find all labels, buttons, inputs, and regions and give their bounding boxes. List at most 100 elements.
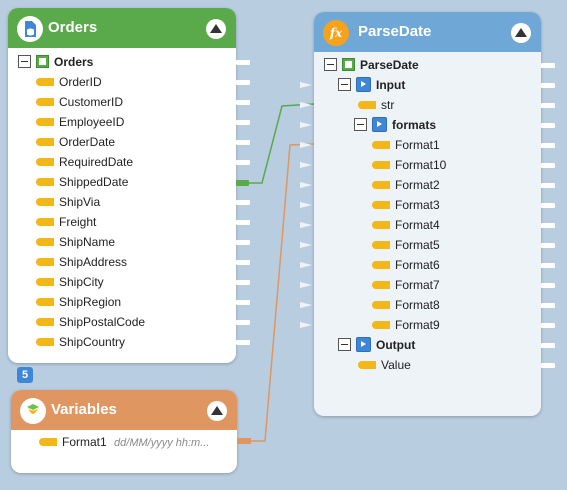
tree-item-requireddate[interactable]: RequiredDate	[36, 152, 133, 172]
variable-item-format1[interactable]: Format1 dd/MM/yyyy hh:m...	[39, 432, 209, 452]
tree-item-format4[interactable]: Format4	[372, 215, 440, 235]
output-port[interactable]	[541, 283, 555, 288]
tree-item-format6[interactable]: Format6	[372, 255, 440, 275]
tree-item-shipcity[interactable]: ShipCity	[36, 272, 104, 292]
input-port-arrow[interactable]	[300, 242, 312, 248]
output-port[interactable]	[236, 300, 250, 305]
tree-item-value[interactable]: Value	[358, 355, 411, 375]
output-port[interactable]	[236, 260, 250, 265]
tree-item-shippostalcode[interactable]: ShipPostalCode	[36, 312, 145, 332]
field-label: EmployeeID	[59, 115, 125, 129]
tree-item-shippeddate[interactable]: ShippedDate	[36, 172, 128, 192]
output-port[interactable]	[541, 263, 555, 268]
output-port[interactable]	[541, 243, 555, 248]
tree-item-output[interactable]: Output	[338, 335, 415, 355]
output-port[interactable]	[236, 120, 250, 125]
output-port[interactable]	[541, 83, 555, 88]
input-port-arrow[interactable]	[300, 82, 312, 88]
output-port[interactable]	[236, 340, 250, 345]
parsedate-node-header[interactable]: fx ParseDate	[314, 12, 541, 52]
input-port-arrow[interactable]	[300, 322, 312, 328]
parsedate-node[interactable]: fx ParseDate ParseDate Input str formats…	[314, 12, 541, 416]
output-port[interactable]	[541, 123, 555, 128]
field-icon	[372, 320, 390, 329]
output-port[interactable]	[541, 143, 555, 148]
tree-item-format1[interactable]: Format1	[372, 135, 440, 155]
input-port-arrow[interactable]	[300, 102, 312, 108]
output-port[interactable]	[236, 220, 250, 225]
output-port[interactable]	[236, 200, 250, 205]
tree-item-formats[interactable]: formats	[354, 115, 436, 135]
tree-item-format3[interactable]: Format3	[372, 195, 440, 215]
output-port[interactable]	[541, 303, 555, 308]
tree-item-shipregion[interactable]: ShipRegion	[36, 292, 121, 312]
output-port[interactable]	[236, 320, 250, 325]
collapse-toggle-icon[interactable]	[354, 118, 367, 132]
collapse-icon[interactable]	[511, 23, 531, 43]
output-port[interactable]	[236, 60, 250, 65]
orders-node-header[interactable]: Orders	[8, 8, 236, 48]
tree-item-format9[interactable]: Format9	[372, 315, 440, 335]
field-label: ShipVia	[59, 195, 101, 209]
output-port[interactable]	[236, 180, 249, 186]
output-port[interactable]	[541, 223, 555, 228]
output-port[interactable]	[541, 323, 555, 328]
variable-output-port[interactable]	[237, 438, 251, 444]
output-port[interactable]	[541, 183, 555, 188]
output-port[interactable]	[541, 63, 555, 68]
node-count-badge[interactable]: 5	[17, 367, 33, 383]
output-port[interactable]	[236, 100, 250, 105]
tree-item-shipcountry[interactable]: ShipCountry	[36, 332, 125, 352]
field-label: ShipRegion	[59, 295, 122, 309]
input-port-arrow[interactable]	[300, 222, 312, 228]
collapse-toggle-icon[interactable]	[338, 338, 351, 352]
output-port[interactable]	[541, 163, 555, 168]
tree-item-format8[interactable]: Format8	[372, 295, 440, 315]
tree-item-freight[interactable]: Freight	[36, 212, 96, 232]
output-port[interactable]	[236, 240, 250, 245]
output-port[interactable]	[541, 103, 555, 108]
tree-item-input[interactable]: Input	[338, 75, 405, 95]
tree-item-format2[interactable]: Format2	[372, 175, 440, 195]
variables-node[interactable]: Variables Format1 dd/MM/yyyy hh:m...	[11, 390, 237, 473]
tree-root-parsedate[interactable]: ParseDate	[324, 55, 419, 75]
output-port[interactable]	[541, 363, 555, 368]
collapse-toggle-icon[interactable]	[18, 55, 31, 69]
input-port-arrow[interactable]	[300, 162, 312, 168]
tree-item-shipname[interactable]: ShipName	[36, 232, 115, 252]
input-port-arrow[interactable]	[300, 142, 312, 148]
tree-item-shipvia[interactable]: ShipVia	[36, 192, 100, 212]
table-icon	[36, 55, 49, 69]
tree-item-customerid[interactable]: CustomerID	[36, 92, 123, 112]
collapse-toggle-icon[interactable]	[338, 78, 351, 92]
input-port-arrow[interactable]	[300, 202, 312, 208]
output-port[interactable]	[541, 343, 555, 348]
input-port-arrow[interactable]	[300, 282, 312, 288]
tree-item-orderid[interactable]: OrderID	[36, 72, 102, 92]
tree-item-format10[interactable]: Format10	[372, 155, 446, 175]
tree-item-format7[interactable]: Format7	[372, 275, 440, 295]
tree-item-employeeid[interactable]: EmployeeID	[36, 112, 124, 132]
collapse-icon[interactable]	[207, 401, 227, 421]
variables-node-header[interactable]: Variables	[11, 390, 237, 430]
field-icon	[372, 300, 390, 309]
input-port-arrow[interactable]	[300, 262, 312, 268]
tree-item-format5[interactable]: Format5	[372, 235, 440, 255]
input-port-arrow[interactable]	[300, 122, 312, 128]
collapse-icon[interactable]	[206, 19, 226, 39]
input-port-arrow[interactable]	[300, 302, 312, 308]
output-port[interactable]	[541, 203, 555, 208]
format-label: Format4	[395, 218, 440, 232]
tree-item-shipaddress[interactable]: ShipAddress	[36, 252, 127, 272]
output-port[interactable]	[236, 140, 250, 145]
tree-item-str[interactable]: str	[358, 95, 394, 115]
tree-item-orderdate[interactable]: OrderDate	[36, 132, 115, 152]
collapse-toggle-icon[interactable]	[324, 58, 337, 72]
output-port[interactable]	[236, 80, 250, 85]
input-port-arrow[interactable]	[300, 182, 312, 188]
tree-root-orders[interactable]: Orders	[18, 52, 93, 72]
output-port[interactable]	[236, 160, 250, 165]
format-label: Format3	[395, 198, 440, 212]
output-port[interactable]	[236, 280, 250, 285]
